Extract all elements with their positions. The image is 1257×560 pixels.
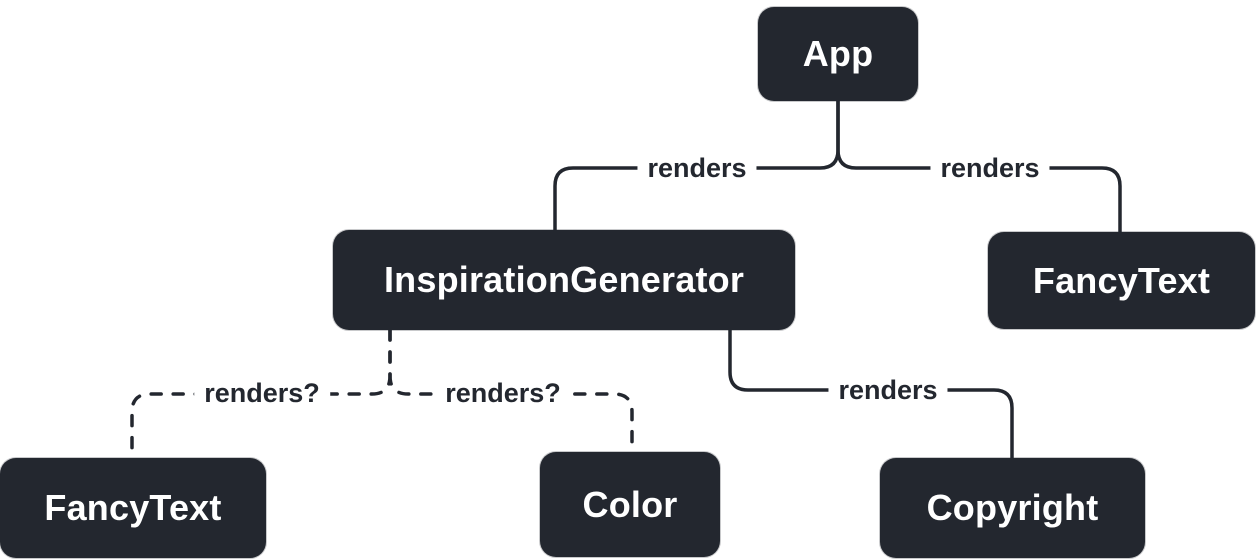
node-fancy-text-top-label: FancyText bbox=[1032, 259, 1211, 301]
node-app: App bbox=[758, 7, 918, 101]
edge-label-app-inspirationgenerator: renders bbox=[637, 151, 757, 185]
node-copyright: Copyright bbox=[880, 458, 1145, 558]
edge-label-app-fancytext-top: renders bbox=[930, 151, 1050, 185]
node-fancy-text-top: FancyText bbox=[988, 232, 1255, 329]
edge-label-inspirationgenerator-color: renders? bbox=[435, 376, 571, 410]
node-fancy-text-bottom-label: FancyText bbox=[44, 487, 222, 528]
node-color-label: Color bbox=[582, 483, 678, 525]
node-fancy-text-bottom: FancyText bbox=[0, 458, 266, 558]
node-inspiration-generator-label: InspirationGenerator bbox=[383, 259, 745, 300]
node-copyright-label: Copyright bbox=[926, 487, 1099, 528]
edge-label-inspirationgenerator-fancytext-bottom: renders? bbox=[194, 376, 330, 410]
node-inspiration-generator: InspirationGenerator bbox=[333, 230, 795, 330]
node-color: Color bbox=[540, 452, 720, 557]
edge-label-inspirationgenerator-copyright: renders bbox=[828, 373, 948, 407]
node-app-label: App bbox=[802, 33, 874, 74]
